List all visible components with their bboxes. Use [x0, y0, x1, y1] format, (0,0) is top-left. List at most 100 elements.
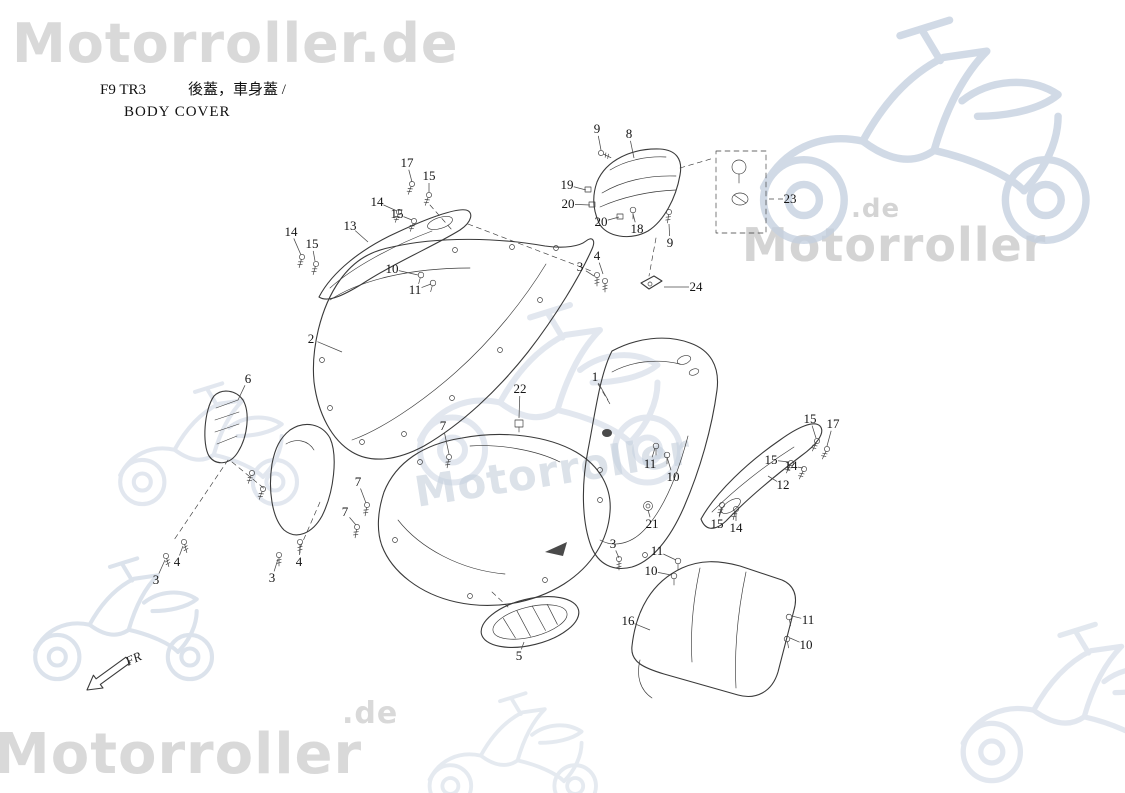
- watermark-bottom: Motorroller: [0, 722, 363, 787]
- callout-leader: [293, 238, 302, 256]
- part-callout-13: 13: [344, 218, 357, 233]
- callout-leader: [651, 447, 656, 458]
- callout-leader: [312, 250, 316, 262]
- title-english: BODY COVER: [124, 104, 231, 120]
- part-6-side-vent: [173, 390, 267, 541]
- callout-leader: [668, 223, 671, 237]
- part-callout-4: 4: [296, 554, 303, 569]
- callout-leader: [349, 517, 357, 526]
- callout-leader: [767, 475, 778, 482]
- part-callout-14: 14: [371, 194, 385, 209]
- callout-leader: [408, 169, 413, 183]
- callout-leader: [777, 460, 790, 463]
- part-callout-23: 23: [784, 191, 797, 206]
- part-callout-20: 20: [562, 196, 575, 211]
- part-callout-9: 9: [594, 121, 601, 136]
- scooter-watermark-layer: [35, 20, 1125, 793]
- callout-leader: [360, 488, 367, 504]
- part-callout-6: 6: [245, 371, 252, 386]
- part-23-hardware-box: [679, 150, 767, 234]
- callout-leader: [574, 203, 591, 206]
- part-1-side-cover-right: [582, 337, 719, 569]
- callout-leader: [657, 572, 672, 576]
- part-callout-15: 15: [423, 168, 436, 183]
- part-callout-7: 7: [355, 474, 362, 489]
- part-callout-3: 3: [577, 259, 584, 274]
- callout-leader: [597, 135, 602, 151]
- callout-leader: [811, 425, 817, 439]
- part-callout-11: 11: [651, 543, 664, 558]
- part-callout-20: 20: [595, 214, 608, 229]
- callout-leader: [383, 204, 398, 212]
- callout-leader: [632, 213, 636, 223]
- callout-leader: [598, 262, 604, 275]
- part-callout-3: 3: [153, 572, 160, 587]
- leader-to-part-5: [491, 591, 509, 608]
- scooter-sketch-bottom-center: [427, 691, 598, 793]
- callout-leader: [789, 637, 800, 643]
- callout-leader: [237, 385, 246, 401]
- part-callout-7: 7: [342, 504, 349, 519]
- part-callout-17: 17: [827, 416, 841, 431]
- callout-leader: [585, 270, 595, 277]
- part-callout-16: 16: [622, 613, 636, 628]
- callout-leader: [421, 283, 432, 288]
- callout-leader: [398, 270, 419, 276]
- callout-leader: [354, 230, 369, 243]
- callout-leader: [521, 641, 525, 650]
- part-callout-15: 15: [306, 236, 319, 251]
- callout-leader: [403, 216, 413, 221]
- part-callout-7: 7: [440, 418, 447, 433]
- scooter-sketch-top-right: [764, 20, 1086, 240]
- scooter-sketch-bottom-left: [35, 558, 212, 679]
- scooter-sketch-center: [420, 305, 680, 483]
- part-13-carrier-rail-left: [318, 209, 472, 300]
- direction-arrow: FR: [86, 648, 144, 691]
- callout-leader: [797, 466, 804, 469]
- part-callout-15: 15: [804, 411, 817, 426]
- callout-leader: [444, 432, 450, 455]
- part-callout-24: 24: [690, 279, 704, 294]
- part-callout-8: 8: [626, 126, 633, 141]
- callout-leader: [826, 430, 832, 447]
- callout-leader: [573, 186, 587, 191]
- part-callout-22: 22: [514, 381, 527, 396]
- part-callout-12: 12: [777, 477, 790, 492]
- callout-leader: [317, 341, 343, 353]
- watermark-top: Motorroller.de: [12, 12, 459, 75]
- callout-leader: [718, 507, 723, 518]
- part-8-top-cover: [593, 148, 682, 238]
- part-callout-14: 14: [785, 458, 799, 473]
- line-art-layer: FR: [86, 148, 831, 699]
- fasteners: [162, 149, 831, 649]
- direction-label: FR: [122, 648, 144, 669]
- part-callout-10: 10: [645, 563, 658, 578]
- callout-leader: [615, 550, 620, 559]
- part-callout-4: 4: [594, 248, 601, 263]
- part-callout-2: 2: [308, 331, 315, 346]
- part-callout-3: 3: [269, 570, 276, 585]
- part-callout-21: 21: [646, 516, 659, 531]
- part-center-lower-panel: [377, 433, 611, 606]
- part-callout-14: 14: [285, 224, 299, 239]
- callout-leader: [663, 553, 677, 561]
- part-callout-14: 14: [730, 520, 744, 535]
- callout-leader: [607, 216, 620, 221]
- model-code: F9 TR3: [100, 82, 146, 98]
- watermark-right: Motorroller: [742, 218, 1047, 272]
- part-callout-4: 4: [174, 554, 181, 569]
- part-callout-11: 11: [802, 612, 815, 627]
- part-callout-15: 15: [391, 206, 404, 221]
- callout-leader: [179, 545, 184, 556]
- part-callout-9: 9: [667, 235, 674, 250]
- callout-leader: [598, 382, 609, 401]
- callout-leader: [791, 615, 802, 619]
- part-callout-19: 19: [561, 177, 574, 192]
- part-callout-10: 10: [800, 637, 813, 652]
- part-callout-17: 17: [401, 155, 415, 170]
- part-callout-10: 10: [386, 261, 399, 276]
- callout-leader: [634, 623, 651, 631]
- part-inner-liner-left: [269, 423, 335, 536]
